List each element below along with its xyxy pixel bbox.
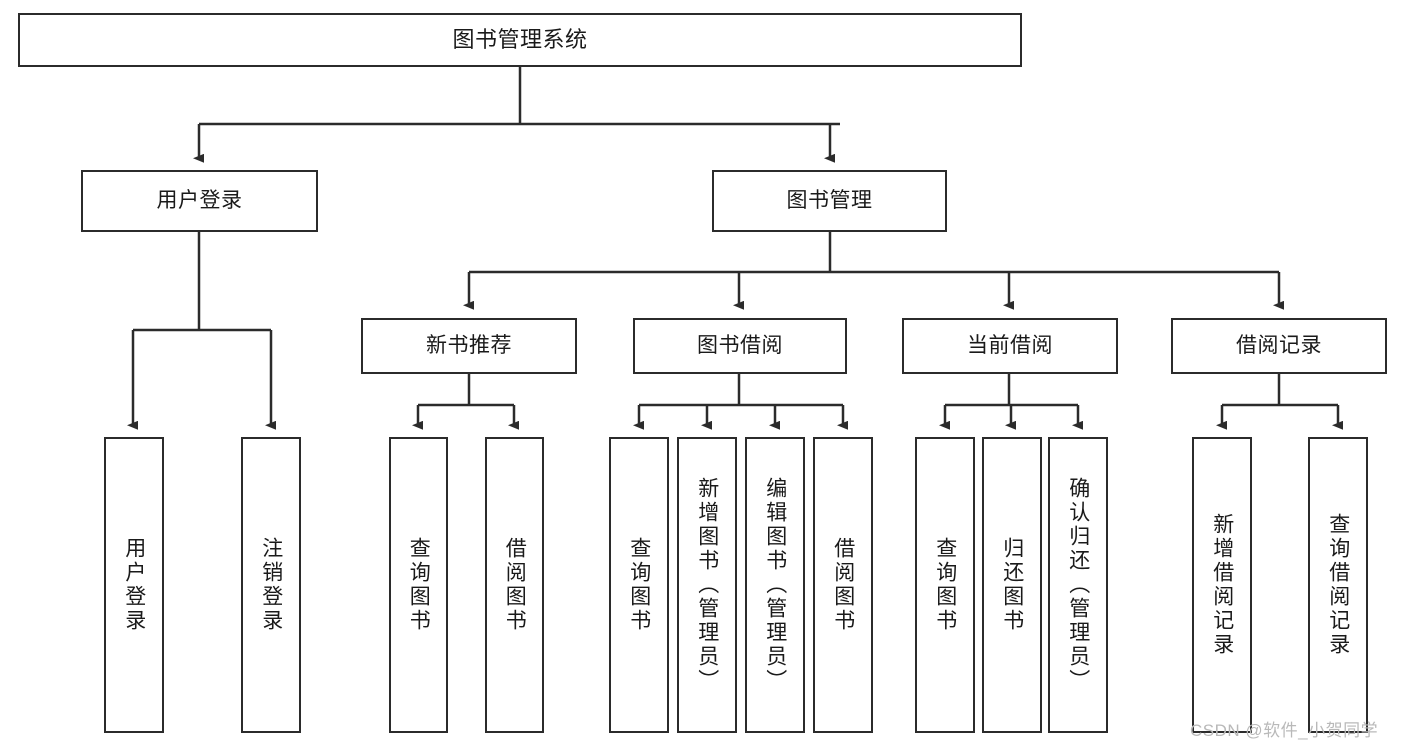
node-book-management[interactable]: 图书管理 [712,170,947,232]
leaf-borrow-borrow-book[interactable]: 借阅图书 [813,437,873,733]
node-label: 借阅记录 [1236,333,1322,357]
node-label: 新书推荐 [426,333,512,357]
node-label: 用户登录 [156,188,243,212]
leaf-borrow-query-book[interactable]: 查询图书 [609,437,669,733]
leaf-record-add-record[interactable]: 新增借阅记录 [1192,437,1252,733]
node-current-borrow[interactable]: 当前借阅 [902,318,1118,374]
leaf-logout[interactable]: 注销登录 [241,437,301,733]
node-label: 用户登录 [122,537,146,633]
node-label: 查询借阅记录 [1326,513,1350,657]
node-label: 确认归还（管理员） [1066,477,1090,693]
leaf-current-return-book[interactable]: 归还图书 [982,437,1042,733]
node-label: 借阅图书 [831,537,855,633]
node-label: 编辑图书（管理员） [763,477,787,693]
node-label: 图书管理系统 [452,27,588,53]
node-user-login[interactable]: 用户登录 [81,170,318,232]
node-label: 查询图书 [627,537,651,633]
node-label: 当前借阅 [967,333,1053,357]
node-label: 图书借阅 [697,333,783,357]
leaf-borrow-add-book[interactable]: 新增图书（管理员） [677,437,737,733]
leaf-current-confirm-return[interactable]: 确认归还（管理员） [1048,437,1108,733]
node-book-borrow[interactable]: 图书借阅 [633,318,847,374]
node-borrow-record[interactable]: 借阅记录 [1171,318,1387,374]
leaf-current-query-book[interactable]: 查询图书 [915,437,975,733]
node-label: 查询图书 [933,537,957,633]
leaf-record-query-record[interactable]: 查询借阅记录 [1308,437,1368,733]
node-label: 归还图书 [1000,537,1024,633]
node-label: 注销登录 [259,537,283,633]
leaf-user-login[interactable]: 用户登录 [104,437,164,733]
node-label: 图书管理 [786,188,873,212]
node-root-system[interactable]: 图书管理系统 [18,13,1022,67]
leaf-borrow-edit-book[interactable]: 编辑图书（管理员） [745,437,805,733]
leaf-recommend-query-book[interactable]: 查询图书 [389,437,448,733]
node-label: 新增图书（管理员） [695,477,719,693]
csdn-watermark: CSDN @软件_小贺同学 [1190,721,1379,740]
node-label: 新增借阅记录 [1210,513,1234,657]
leaf-recommend-borrow-book[interactable]: 借阅图书 [485,437,544,733]
node-label: 借阅图书 [503,537,527,633]
node-label: 查询图书 [407,537,431,633]
node-new-book-recommend[interactable]: 新书推荐 [361,318,577,374]
